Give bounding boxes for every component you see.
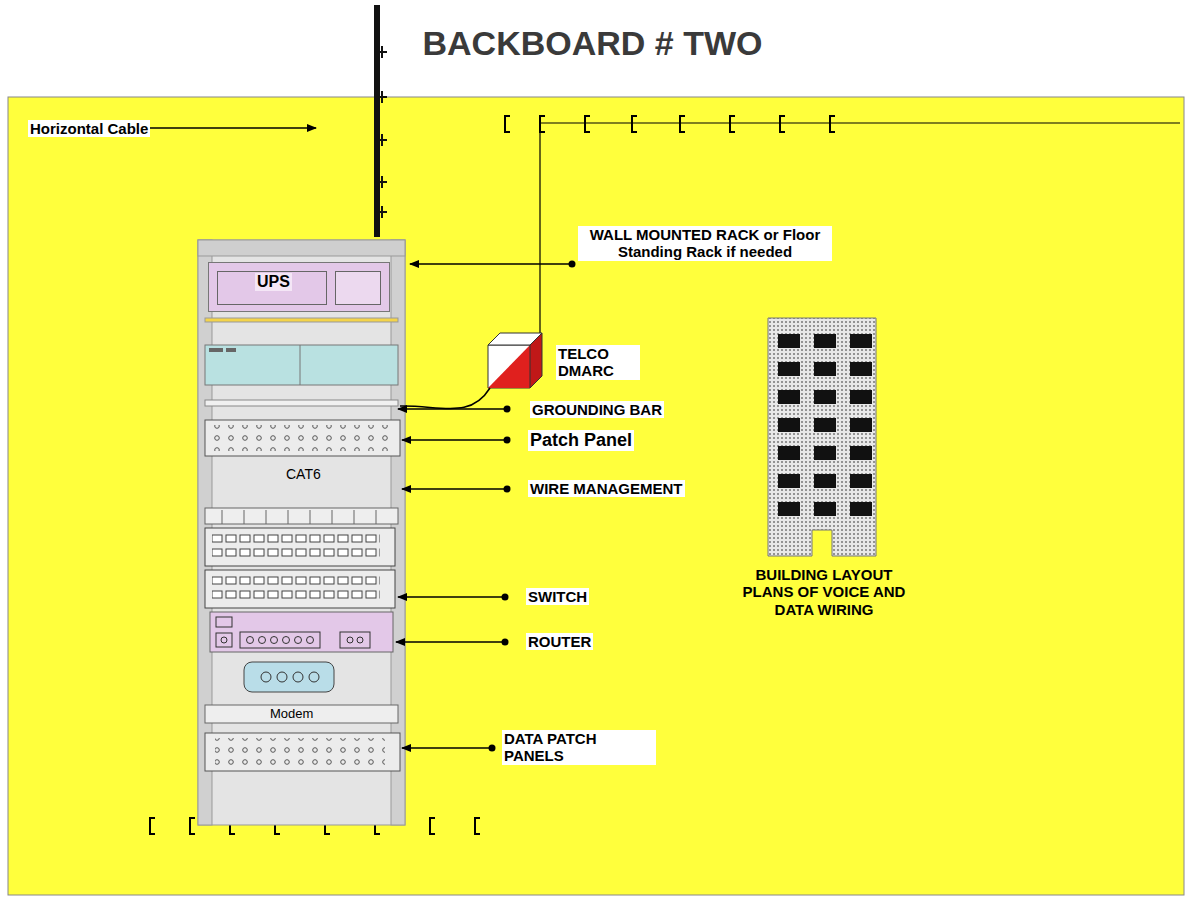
callout-label: ROUTER (526, 633, 593, 650)
wire-management (205, 508, 398, 524)
callout-label: Patch Panel (528, 430, 634, 451)
bracket (680, 116, 685, 132)
router-unit (210, 612, 393, 652)
switch-unit (205, 528, 395, 566)
telco-wire (540, 123, 1180, 333)
cable-ties (380, 46, 387, 218)
callout-label: Horizontal Cable (28, 120, 150, 137)
server-unit (205, 345, 398, 385)
bracket (830, 116, 835, 132)
bracket (585, 116, 590, 132)
title: BACKBOARD # TWO (0, 24, 1185, 63)
callout-label: WALL MOUNTED RACK or Floor Standing Rack… (578, 226, 832, 261)
building-plans (768, 318, 876, 556)
cable-pole (374, 5, 380, 237)
ground-wire (400, 388, 490, 409)
rack-frame (198, 240, 405, 825)
patch-panel (205, 420, 400, 456)
component-label: TELCO DMARC (556, 345, 640, 380)
callout-label: GROUNDING BAR (530, 401, 664, 418)
bracket (475, 818, 480, 834)
bracket (190, 818, 195, 834)
callout-label: WIRE MANAGEMENT (528, 480, 685, 497)
bracket (632, 116, 637, 132)
grounding-bar (205, 400, 398, 406)
ups-unit: UPS (208, 262, 390, 312)
callout-label: DATA PATCH PANELS (502, 730, 656, 765)
node-text: UPS (255, 273, 292, 291)
bracket (730, 116, 735, 132)
data-patch-panel (205, 733, 400, 771)
switch-unit (205, 570, 395, 608)
ups-panel (335, 271, 381, 305)
bracket (150, 818, 155, 834)
leader-arrows (118, 128, 570, 748)
brackets (150, 116, 835, 834)
leader-dots (115, 125, 576, 752)
device-label: Modem (268, 706, 315, 722)
cable-label: CAT6 (284, 466, 323, 482)
caption-label: BUILDING LAYOUT PLANS OF VOICE AND DATA … (727, 566, 921, 618)
bracket (540, 116, 545, 132)
backboard (8, 97, 1184, 895)
modem-unit (244, 662, 334, 692)
callout-label: SWITCH (526, 588, 589, 605)
telco-dmarc-box (488, 333, 542, 388)
bracket (780, 116, 785, 132)
bracket (430, 818, 435, 834)
bracket (505, 116, 510, 132)
